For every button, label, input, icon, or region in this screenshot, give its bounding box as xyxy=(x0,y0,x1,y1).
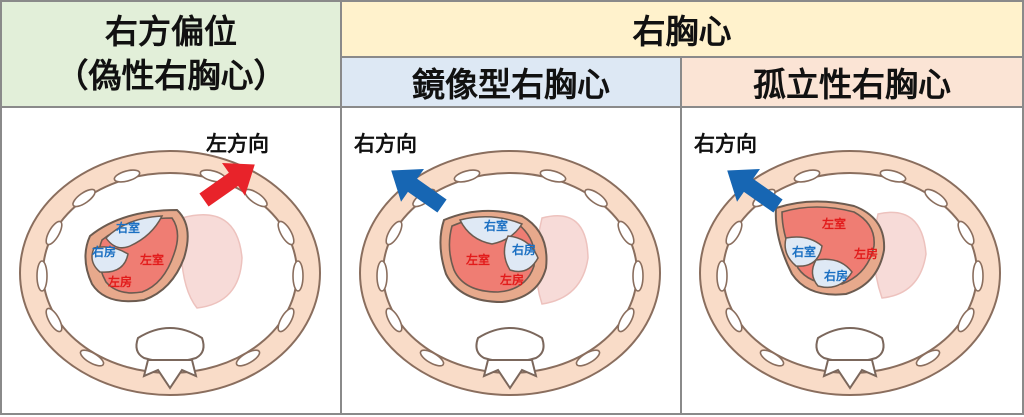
chest-illustration: 右室 右房 左室 左房 xyxy=(359,150,661,396)
header-mirror-image: 鏡像型右胸心 xyxy=(340,56,682,108)
chamber-la: 左房 xyxy=(499,272,524,287)
header-dextrocardia-label: 右胸心 xyxy=(632,12,732,51)
header-dextroversion-line1: 右方偏位 xyxy=(105,12,237,51)
panel-mirror-image: 右方向 右室 右房 左室 左房 xyxy=(340,106,682,415)
chamber-rv: 右室 xyxy=(791,244,816,259)
chest-illustration: 右室 右房 左室 左房 xyxy=(19,150,321,396)
panel-dextroversion: 左方向 xyxy=(0,106,342,415)
header-mirror-image-label: 鏡像型右胸心 xyxy=(412,65,610,104)
direction-label: 左方向 xyxy=(206,132,269,156)
chamber-la: 左房 xyxy=(853,246,878,261)
chest-illustration: 左室 右室 右房 左房 xyxy=(699,150,1001,396)
panel-isolated: 右方向 左室 右室 右房 左房 xyxy=(680,106,1024,415)
chamber-lv: 左室 xyxy=(465,252,490,267)
chamber-la: 左房 xyxy=(107,274,132,289)
direction-label: 右方向 xyxy=(354,132,417,156)
header-isolated-label: 孤立性右胸心 xyxy=(753,65,951,104)
header-dextroversion: 右方偏位 （偽性右胸心） xyxy=(0,0,342,108)
chamber-ra: 右房 xyxy=(91,244,116,259)
chamber-ra: 右房 xyxy=(823,268,848,283)
direction-arrow xyxy=(391,168,447,213)
header-dextrocardia: 右胸心 xyxy=(340,0,1024,58)
header-dextroversion-line2: （偽性右胸心） xyxy=(55,56,287,95)
chamber-ra: 右房 xyxy=(511,242,536,257)
chamber-rv: 右室 xyxy=(115,220,140,235)
direction-arrow xyxy=(199,162,255,207)
chamber-rv: 右室 xyxy=(483,218,508,233)
direction-arrow xyxy=(727,168,783,213)
header-isolated: 孤立性右胸心 xyxy=(680,56,1024,108)
direction-label: 右方向 xyxy=(694,132,757,156)
chamber-lv: 左室 xyxy=(139,252,164,267)
chamber-lv: 左室 xyxy=(821,216,846,231)
